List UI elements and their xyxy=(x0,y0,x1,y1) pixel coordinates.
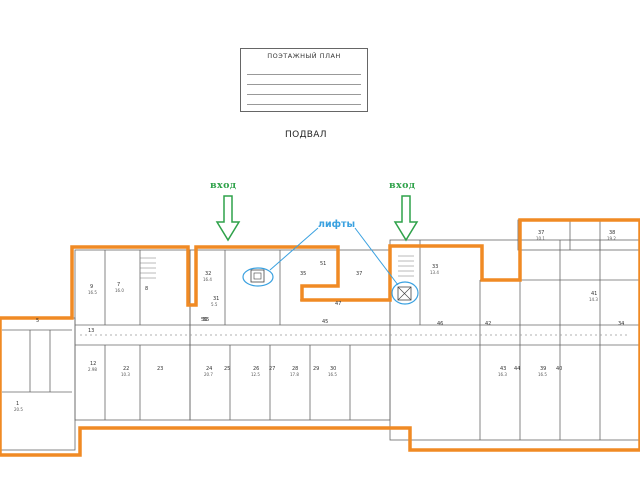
room-number: 55 xyxy=(203,317,209,323)
lift-highlight-circle xyxy=(391,281,419,305)
room-number: 25 xyxy=(224,366,230,372)
entrance-arrow-icon xyxy=(393,195,419,242)
left-wing-wall xyxy=(0,317,76,451)
room-number: 33 xyxy=(432,264,438,270)
room-area: 19.2 xyxy=(607,236,616,241)
room-number: 8 xyxy=(145,286,148,292)
room-number: 37 xyxy=(538,230,544,236)
room-number: 28 xyxy=(292,366,298,372)
east-block-wall xyxy=(389,239,640,441)
entrance-arrow-icon xyxy=(215,195,241,242)
room-number: 35 xyxy=(300,271,306,277)
room-area: 12.5 xyxy=(251,372,260,377)
room-area: 16.3 xyxy=(498,372,507,377)
room-area: 16.4 xyxy=(203,277,212,282)
lift-pointer-lines xyxy=(269,227,399,286)
room-number: 7 xyxy=(117,282,120,288)
room-number: 30 xyxy=(330,366,336,372)
room-area: 10.3 xyxy=(121,372,130,377)
entrance-label: вход xyxy=(210,180,237,191)
room-number: 45 xyxy=(322,319,328,325)
building-walls xyxy=(0,219,640,451)
room-number: 43 xyxy=(500,366,506,372)
lifts-label: лифты xyxy=(318,219,356,230)
room-number: 47 xyxy=(335,301,341,307)
room-number: 32 xyxy=(205,271,211,277)
room-number: 23 xyxy=(157,366,163,372)
room-area: 2.98 xyxy=(88,367,97,372)
room-number: 46 xyxy=(437,321,443,327)
room-number: 29 xyxy=(313,366,319,372)
room-area: 5.5 xyxy=(211,302,218,307)
room-area: 14.3 xyxy=(589,297,598,302)
room-number: 26 xyxy=(253,366,259,372)
stamp-line xyxy=(247,67,361,75)
room-area: 16.0 xyxy=(115,288,124,293)
room-number: 37 xyxy=(356,271,362,277)
room-number: 24 xyxy=(206,366,212,372)
room-number: 22 xyxy=(123,366,129,372)
room-number: 27 xyxy=(269,366,275,372)
stamp-line xyxy=(247,97,361,105)
stairs xyxy=(140,255,414,279)
room-area: 16.5 xyxy=(538,372,547,377)
stamp-line xyxy=(247,77,361,85)
room-number: 1 xyxy=(16,401,19,407)
room-area: 16.5 xyxy=(328,372,337,377)
room-number: 40 xyxy=(556,366,562,372)
room-number: 41 xyxy=(591,291,597,297)
lift-1 xyxy=(242,267,274,287)
room-number: 31 xyxy=(213,296,219,302)
north-annex-wall xyxy=(517,219,640,251)
entrance-label: вход xyxy=(389,180,416,191)
plan-title-block: ПОЭТАЖНЫЙ ПЛАН xyxy=(240,48,368,112)
room-number: 38 xyxy=(609,230,615,236)
room-number: 9 xyxy=(90,284,93,290)
room-number: 13 xyxy=(88,328,94,334)
room-number: 51 xyxy=(320,261,326,267)
room-area: 20.5 xyxy=(14,407,23,412)
room-area: 10.1 xyxy=(536,236,545,241)
floor-title: ПОДВАЛ xyxy=(285,130,327,140)
room-area: 16.5 xyxy=(88,290,97,295)
room-number: 56 xyxy=(201,317,207,323)
west-block-wall xyxy=(74,249,191,421)
leased-area-outline xyxy=(0,218,640,457)
lift-highlight-circle xyxy=(242,267,274,287)
room-number: 34 xyxy=(618,321,624,327)
room-number: 44 xyxy=(514,366,520,372)
room-number: 12 xyxy=(90,361,96,367)
room-area: 13.4 xyxy=(430,270,439,275)
room-number: 5 xyxy=(36,318,39,324)
room-area: 20.7 xyxy=(204,372,213,377)
plan-stamp-heading: ПОЭТАЖНЫЙ ПЛАН xyxy=(267,52,341,60)
room-number: 42 xyxy=(485,321,491,327)
room-number: 39 xyxy=(540,366,546,372)
room-area: 17.8 xyxy=(290,372,299,377)
lift-2 xyxy=(391,281,419,305)
stamp-line xyxy=(247,87,361,95)
